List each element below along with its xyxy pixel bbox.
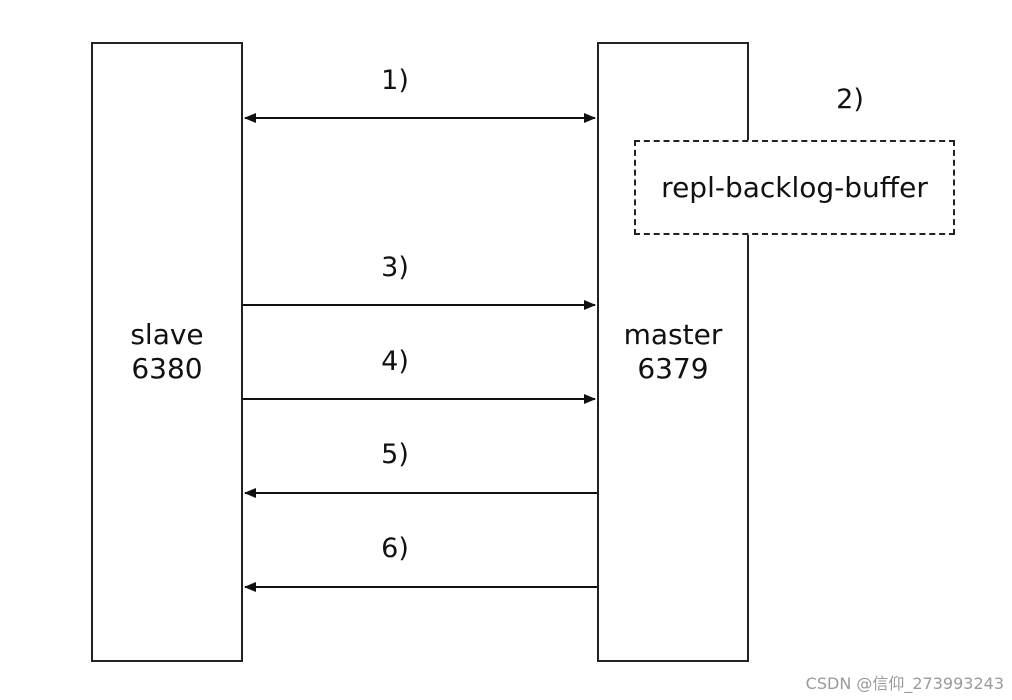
master-node: master 6379 bbox=[597, 42, 749, 662]
step-label-5: 5) bbox=[381, 439, 409, 470]
step-label-6: 6) bbox=[381, 533, 409, 564]
watermark: CSDN @信仰_273993243 bbox=[805, 674, 1004, 693]
step-label-4: 4) bbox=[381, 346, 409, 377]
step-label-2: 2) bbox=[836, 84, 864, 115]
repl-backlog-buffer: repl-backlog-buffer bbox=[634, 140, 955, 235]
step-label-3: 3) bbox=[381, 252, 409, 283]
master-label: master 6379 bbox=[599, 318, 747, 386]
step-label-1: 1) bbox=[381, 65, 409, 96]
slave-name: slave bbox=[130, 318, 204, 351]
slave-port: 6380 bbox=[131, 352, 203, 385]
master-name: master bbox=[623, 318, 723, 351]
slave-label: slave 6380 bbox=[93, 318, 241, 386]
slave-node: slave 6380 bbox=[91, 42, 243, 662]
master-port: 6379 bbox=[637, 352, 709, 385]
